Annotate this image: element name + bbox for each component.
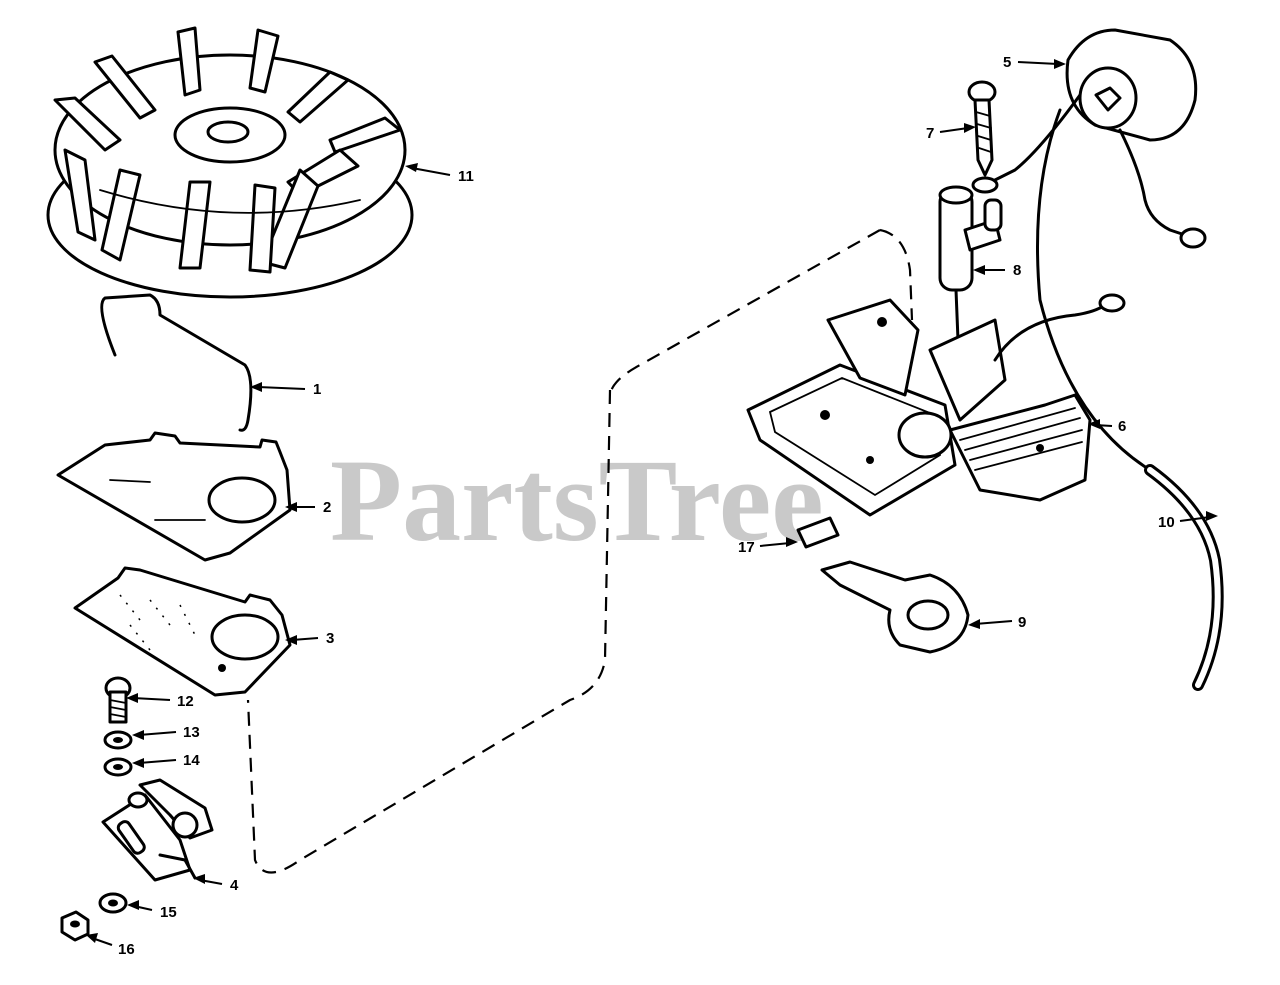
callout-6-label: 6 — [1118, 418, 1126, 435]
breaker-points-part[interactable] — [101, 778, 214, 882]
callout-17-label: 17 — [738, 539, 755, 556]
callout-6: 6 — [1088, 418, 1126, 435]
callout-9: 9 — [968, 614, 1026, 631]
key-part[interactable] — [796, 516, 840, 549]
callout-15: 15 — [127, 900, 177, 921]
callout-10: 10 — [1158, 511, 1218, 531]
callout-11-label: 11 — [458, 168, 474, 185]
callout-14-label: 14 — [183, 752, 200, 769]
callout-3: 3 — [285, 630, 334, 647]
callout-9-label: 9 — [1018, 614, 1026, 631]
watermark: PartsTree — [330, 435, 824, 566]
callout-12: 12 — [126, 693, 194, 710]
callout-7: 7 — [926, 123, 976, 142]
callout-15-label: 15 — [160, 904, 177, 921]
callout-4: 4 — [193, 874, 239, 894]
upper-plate-part[interactable] — [56, 431, 292, 562]
callout-2-label: 2 — [323, 499, 331, 516]
condenser-part[interactable] — [938, 185, 1003, 342]
callout-11: 11 — [405, 163, 474, 185]
washer-13-part[interactable] — [103, 730, 133, 750]
callout-8-label: 8 — [1013, 262, 1021, 279]
callout-5-label: 5 — [1003, 54, 1011, 71]
assembly-dashed-outline — [246, 228, 914, 874]
callout-12-label: 12 — [177, 693, 194, 710]
callout-17: 17 — [738, 537, 798, 556]
callout-1-label: 1 — [313, 381, 321, 398]
callout-10-label: 10 — [1158, 514, 1175, 531]
callout-3-label: 3 — [326, 630, 334, 647]
screw-7-part[interactable] — [967, 80, 997, 177]
flywheel-part[interactable] — [46, 26, 414, 299]
callout-1: 1 — [250, 381, 321, 398]
retainer-plate-part[interactable] — [820, 560, 970, 654]
callout-16: 16 — [86, 933, 135, 958]
wire-link-part[interactable] — [100, 293, 253, 432]
callout-13: 13 — [132, 724, 200, 741]
lower-plate-part[interactable] — [73, 566, 292, 697]
ignition-coil-part[interactable] — [971, 28, 1207, 472]
nut-16-part[interactable] — [60, 910, 90, 942]
callout-4-label: 4 — [230, 877, 239, 894]
callout-16-label: 16 — [118, 941, 135, 958]
callout-8: 8 — [973, 262, 1021, 279]
callout-13-label: 13 — [183, 724, 200, 741]
ignition-lead-wire-inner — [1147, 467, 1221, 688]
callout-2: 2 — [285, 499, 331, 516]
callout-5: 5 — [1003, 54, 1066, 71]
callout-14: 14 — [132, 752, 200, 769]
washer-15-part[interactable] — [98, 892, 128, 914]
callout-7-label: 7 — [926, 125, 934, 142]
screw-12-part[interactable] — [104, 676, 132, 724]
washer-14-part[interactable] — [103, 757, 133, 777]
stator-armature-part[interactable] — [746, 293, 1126, 517]
